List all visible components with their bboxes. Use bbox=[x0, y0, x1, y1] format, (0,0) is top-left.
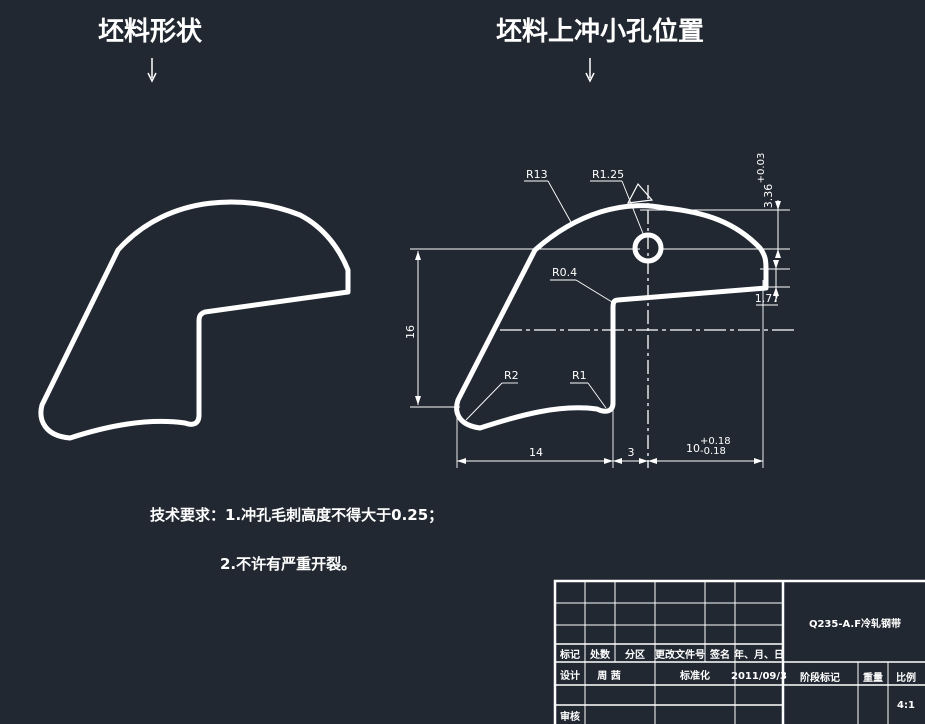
tb-date: 2011/09/3 bbox=[731, 671, 787, 682]
title-block bbox=[553, 579, 925, 724]
dim-r2: R2 bbox=[504, 369, 519, 382]
tb-count: 处数 bbox=[589, 648, 611, 661]
tb-scale-value: 4:1 bbox=[897, 700, 915, 711]
part-outline bbox=[454, 203, 769, 431]
right-view-title: 坯料上冲小孔位置 bbox=[496, 16, 704, 47]
dim-3: 3 bbox=[628, 446, 635, 459]
tb-stage: 阶段标记 bbox=[800, 671, 840, 684]
tb-weight: 重量 bbox=[863, 671, 883, 684]
dim-r13: R13 bbox=[526, 168, 548, 181]
tb-sign: 签名 bbox=[709, 648, 730, 661]
title-block-text: Q235-A.F冷轧钢带 标记 处数 分区 更改文件号 签名 年、月、日 设计 … bbox=[559, 617, 916, 723]
punched-hole bbox=[632, 232, 664, 264]
dim-r125: R1.25 bbox=[592, 168, 624, 181]
left-title-arrow bbox=[147, 58, 157, 83]
tb-zone: 分区 bbox=[625, 648, 645, 661]
dim-14: 14 bbox=[529, 446, 543, 459]
tb-standard: 标准化 bbox=[679, 669, 710, 682]
tb-designer: 周 茜 bbox=[597, 669, 620, 682]
dim-336-tol: +0.03 bbox=[756, 153, 767, 184]
tb-scale: 比例 bbox=[896, 671, 916, 684]
tb-design: 设计 bbox=[560, 669, 580, 682]
right-title-arrow bbox=[585, 58, 595, 83]
blank-shape-outline bbox=[38, 199, 351, 441]
tb-mark: 标记 bbox=[559, 648, 580, 661]
dim-16: 16 bbox=[404, 325, 417, 339]
tech-note-2: 2.不许有严重开裂。 bbox=[220, 555, 356, 573]
dim-336: 3.36 bbox=[762, 184, 775, 209]
dim-10-tol-upper: +0.18 bbox=[700, 436, 731, 447]
tb-review: 审核 bbox=[560, 710, 580, 723]
dim-r1: R1 bbox=[572, 369, 587, 382]
dim-177: 1.77 bbox=[755, 292, 780, 305]
left-view-title: 坯料形状 bbox=[98, 17, 203, 47]
tech-note-1: 技术要求：1.冲孔毛刺高度不得大于0.25； bbox=[150, 506, 443, 524]
dim-10-tol-lower: -0.18 bbox=[700, 446, 726, 457]
tb-date-header: 年、月、日 bbox=[734, 648, 784, 661]
part-view: 16 14 3 10 +0.18 -0.18 3.36 +0.03 1.77 R… bbox=[404, 153, 795, 468]
hole-leader-triangle bbox=[626, 182, 654, 204]
tb-doc: 更改文件号 bbox=[655, 648, 705, 661]
material-spec: Q235-A.F冷轧钢带 bbox=[809, 617, 901, 630]
dim-10: 10 bbox=[686, 442, 700, 455]
dim-r04: R0.4 bbox=[552, 266, 577, 279]
